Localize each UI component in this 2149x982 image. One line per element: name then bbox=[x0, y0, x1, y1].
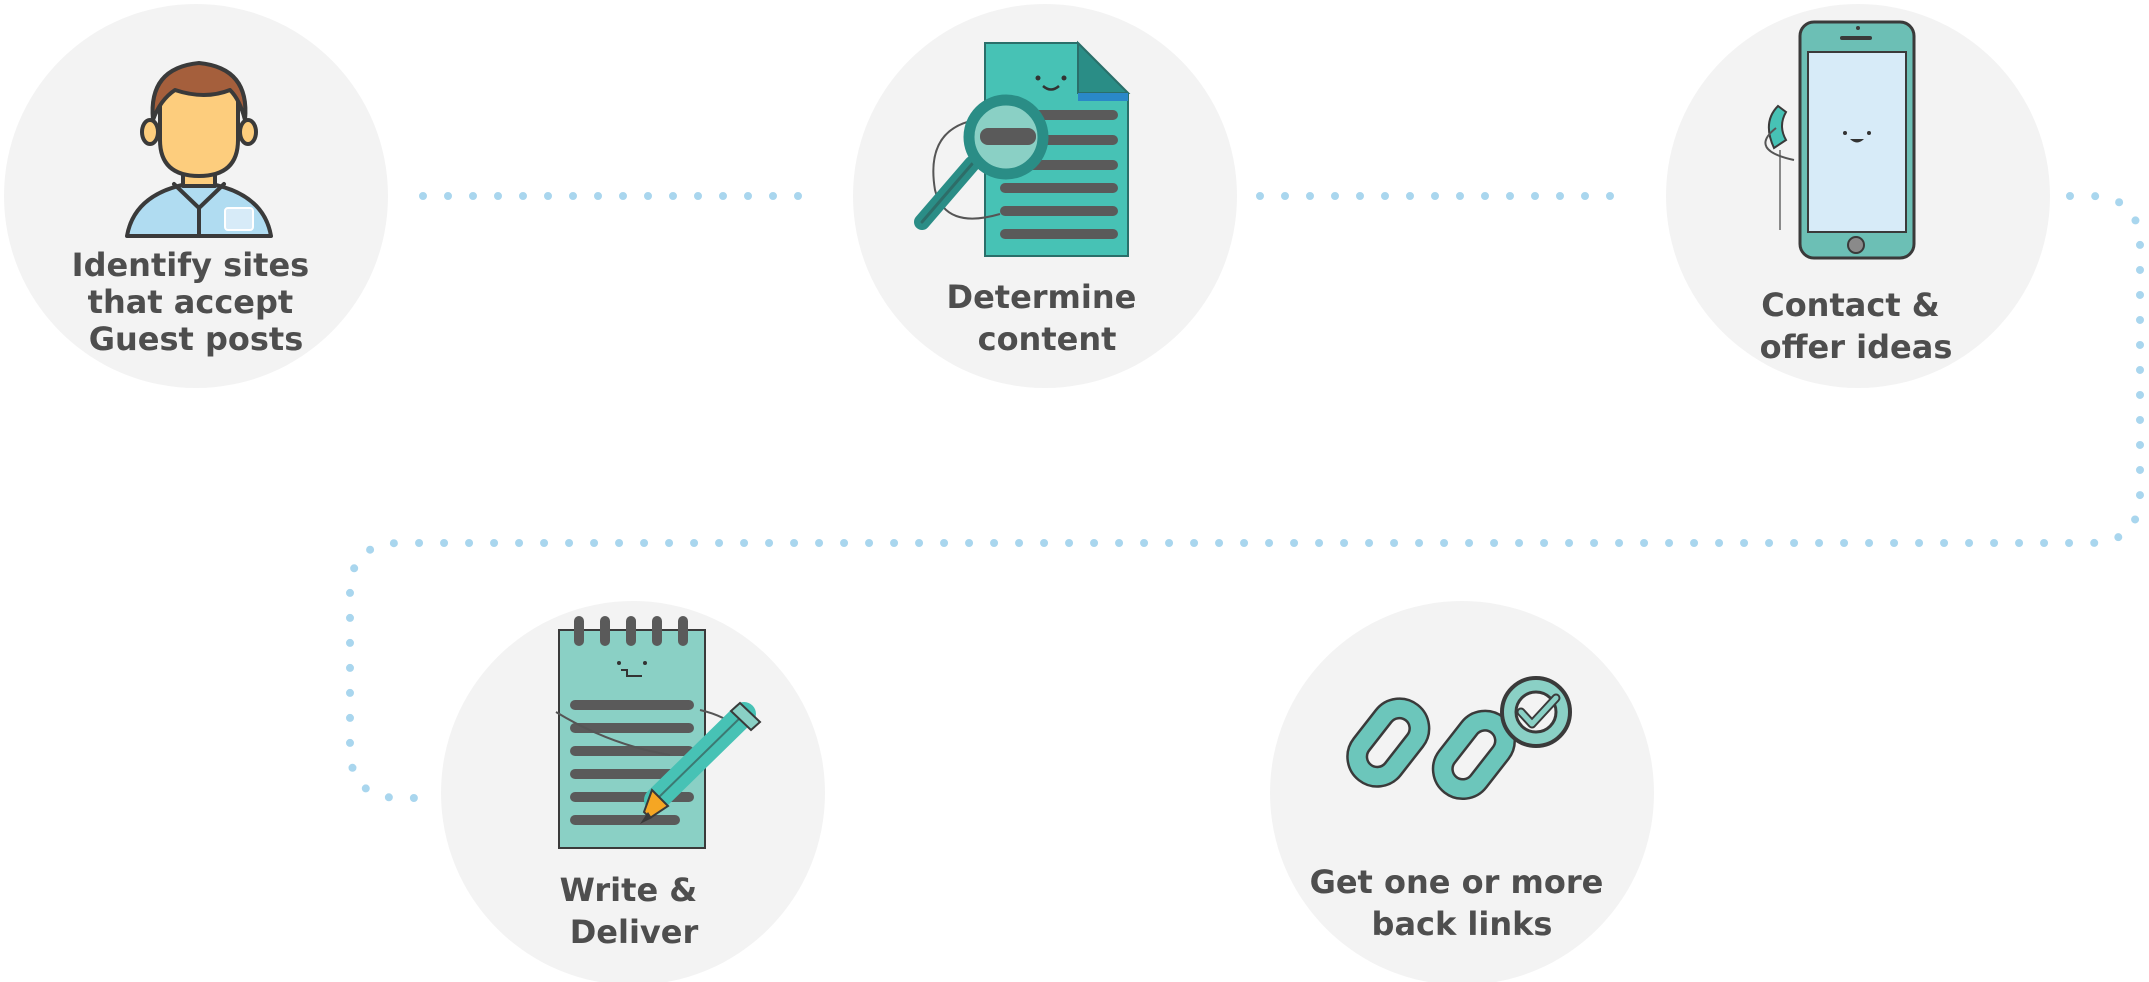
step-links-label: Get one or more back links bbox=[1310, 863, 1615, 943]
step-identify-label: Identify sites that accept Guest posts bbox=[72, 246, 321, 358]
step-links: Get one or more back links bbox=[1270, 601, 1654, 982]
step-contact-label: Contact & offer ideas bbox=[1760, 286, 1953, 366]
person-icon bbox=[125, 61, 273, 238]
step-determine-label: Determine content bbox=[947, 278, 1148, 358]
document-magnifier-icon bbox=[914, 40, 1131, 257]
step-write: Write & Deliver bbox=[441, 601, 825, 982]
chain-link-icon bbox=[1346, 676, 1572, 801]
connector-contact-write bbox=[346, 192, 2144, 802]
smartphone-icon bbox=[1764, 20, 1916, 260]
step-determine: Determine content bbox=[853, 4, 1237, 388]
step-identify: Identify sites that accept Guest posts bbox=[4, 4, 388, 388]
step-contact: Contact & offer ideas bbox=[1666, 4, 2050, 388]
step-write-label: Write & Deliver bbox=[560, 871, 709, 951]
notepad-pencil-icon bbox=[555, 616, 762, 849]
connectors bbox=[346, 192, 2144, 802]
